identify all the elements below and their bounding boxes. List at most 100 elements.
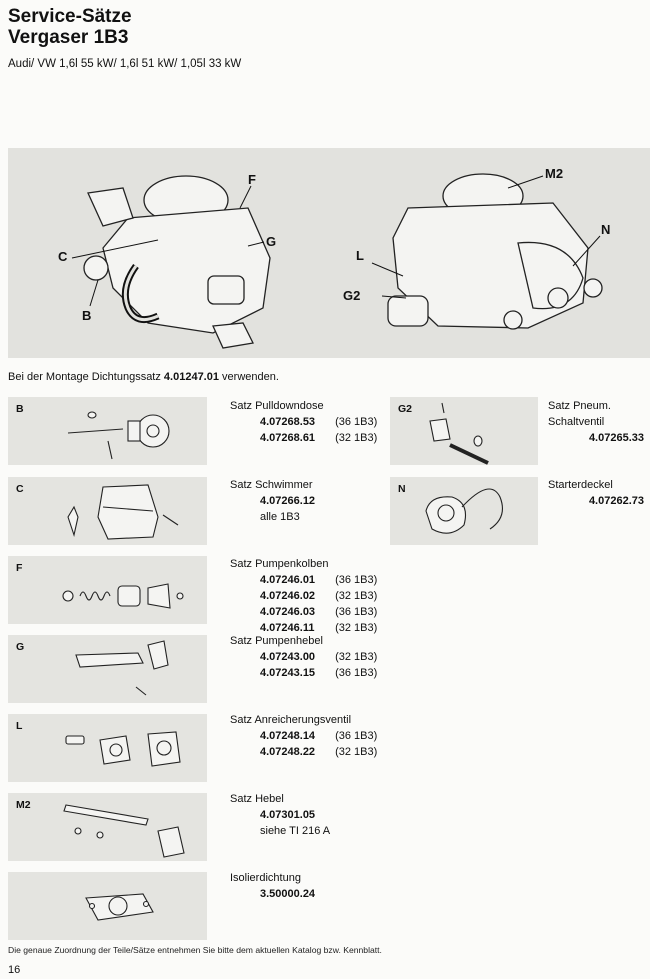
- set-row: 4.07268.53 (36 1B3): [230, 414, 377, 430]
- enrichment-valve-drawing: [65, 731, 181, 767]
- part-reference: siehe TI 216 A: [260, 825, 331, 837]
- panel-code: C: [16, 483, 24, 495]
- part-spec: (36 1B3): [335, 574, 378, 586]
- panel-G: G: [8, 635, 207, 703]
- set-name-line-2: Schaltventil: [548, 416, 605, 428]
- callout-C: C: [58, 249, 68, 264]
- part-number: 4.07246.03: [260, 606, 316, 618]
- part-spec: (36 1B3): [335, 416, 378, 428]
- part-number: 4.07262.73: [588, 495, 644, 507]
- set-row: siehe TI 216 A: [230, 823, 332, 839]
- part-spec: (32 1B3): [335, 746, 378, 758]
- panel-code: G: [16, 641, 25, 653]
- part-number: 4.07243.00: [260, 651, 316, 663]
- carburetor-illustration: F C G B M2 N L G2: [8, 148, 650, 358]
- vacuum-valve-drawing: [429, 402, 489, 465]
- note-text-before: Bei der Montage Dichtungssatz: [8, 371, 164, 383]
- insulating-gasket-drawing: [85, 893, 154, 921]
- set-name: Satz Anreicherungsventil: [230, 714, 352, 726]
- footnote: Die genaue Zuordnung der Teile/Sätze ent…: [8, 945, 382, 955]
- set-name: Satz Pumpenkolben: [230, 558, 329, 570]
- callout-N: N: [601, 222, 610, 237]
- panel-G2: G2: [390, 397, 538, 465]
- part-number: 4.07246.11: [260, 622, 315, 634]
- panel-code: F: [16, 562, 23, 574]
- lever-drawing: [63, 804, 185, 858]
- set-row: 4.07246.02 (32 1B3): [230, 588, 377, 604]
- part-number: 4.07248.22: [260, 746, 316, 758]
- set-row: alle 1B3: [230, 509, 332, 525]
- set-row: 4.07246.11 (32 1B3): [230, 620, 377, 636]
- pulldown-unit-drawing: [67, 411, 170, 460]
- set-row: 4.07243.15 (36 1B3): [230, 665, 377, 681]
- gasket-note: Bei der Montage Dichtungssatz 4.01247.01…: [8, 371, 279, 383]
- part-spec: (36 1B3): [335, 730, 378, 742]
- set-entry: Satz Pumpenkolben 4.07246.01 (36 1B3) 4.…: [230, 556, 377, 636]
- set-row: 3.50000.24: [230, 886, 332, 902]
- float-drawing: [67, 484, 179, 540]
- part-number: 4.07301.05: [260, 809, 316, 821]
- panel-gasket: [8, 872, 207, 940]
- set-entry: Satz Schwimmer 4.07266.12 alle 1B3: [230, 477, 332, 525]
- part-number: 4.07268.61: [260, 432, 316, 444]
- choke-cover-drawing: [425, 488, 503, 534]
- note-gasket-number: 4.01247.01: [163, 371, 219, 383]
- part-spec: (32 1B3): [335, 432, 378, 444]
- set-name: Satz Pulldowndose: [230, 400, 324, 412]
- set-row: 4.07246.01 (36 1B3): [230, 572, 377, 588]
- callout-F: F: [248, 172, 256, 187]
- panel-code: B: [16, 403, 24, 415]
- pump-piston-drawing: [62, 583, 184, 609]
- part-number: 4.07248.14: [260, 730, 316, 742]
- set-name: Satz Hebel: [230, 793, 284, 805]
- panel-code: G2: [398, 403, 413, 415]
- panel-M2: M2: [8, 793, 207, 861]
- set-entry: Isolierdichtung 3.50000.24: [230, 870, 332, 902]
- set-row: 4.07248.14 (36 1B3): [230, 728, 377, 744]
- note-text-after: verwenden.: [218, 371, 279, 383]
- part-number: 4.07246.02: [260, 590, 316, 602]
- panel-code: M2: [16, 799, 31, 811]
- set-row: 4.07301.05: [230, 807, 332, 823]
- panel-code: N: [398, 483, 406, 495]
- set-entry: Satz Hebel 4.07301.05 siehe TI 216 A: [230, 791, 332, 839]
- part-number: 4.07243.15: [260, 667, 316, 679]
- set-name: Isolierdichtung: [230, 872, 301, 884]
- panel-C: C: [8, 477, 207, 545]
- callout-M2: M2: [545, 166, 563, 181]
- set-name: Satz Pneum.: [548, 400, 611, 412]
- set-name: Satz Pumpenhebel: [230, 635, 323, 647]
- part-spec: (36 1B3): [335, 667, 378, 679]
- panel-N: N: [390, 477, 538, 545]
- part-spec: (32 1B3): [335, 590, 378, 602]
- part-number: 4.07265.33: [588, 432, 644, 444]
- callout-B: B: [82, 308, 91, 323]
- title-line-2: Vergaser 1B3: [8, 27, 129, 48]
- page-title: Service-Sätze Vergaser 1B3: [8, 6, 132, 48]
- part-applicability: alle 1B3: [260, 511, 300, 523]
- pump-lever-drawing: [75, 640, 169, 696]
- set-name: Starterdeckel: [548, 479, 613, 491]
- panel-code: L: [16, 720, 23, 732]
- set-row: 4.07268.61 (32 1B3): [230, 430, 377, 446]
- set-name: Satz Schwimmer: [230, 479, 313, 491]
- panel-L: L: [8, 714, 207, 782]
- callout-G: G: [266, 234, 276, 249]
- part-number: 4.07246.01: [260, 574, 316, 586]
- callout-L: L: [356, 248, 364, 263]
- page-number: 16: [8, 964, 21, 976]
- part-spec: (32 1B3): [335, 651, 378, 663]
- set-entry: Satz Anreicherungsventil 4.07248.14 (36 …: [230, 712, 377, 760]
- carburetor-drawing: F C G B M2 N L G2: [58, 166, 610, 349]
- set-entry-right: Starterdeckel 4.07262.73: [548, 477, 644, 509]
- set-entry-right: Satz Pneum. Schaltventil 4.07265.33: [548, 398, 644, 446]
- part-number: 4.07266.12: [260, 495, 316, 507]
- callout-G2: G2: [343, 288, 360, 303]
- part-number: 4.07268.53: [260, 416, 316, 428]
- set-row: 4.07248.22 (32 1B3): [230, 744, 377, 760]
- set-row: 4.07246.03 (36 1B3): [230, 604, 377, 620]
- set-row: 4.07243.00 (32 1B3): [230, 649, 377, 665]
- panel-F: F: [8, 556, 207, 624]
- set-entry: Satz Pulldowndose 4.07268.53 (36 1B3) 4.…: [230, 398, 377, 446]
- part-spec: (36 1B3): [335, 606, 378, 618]
